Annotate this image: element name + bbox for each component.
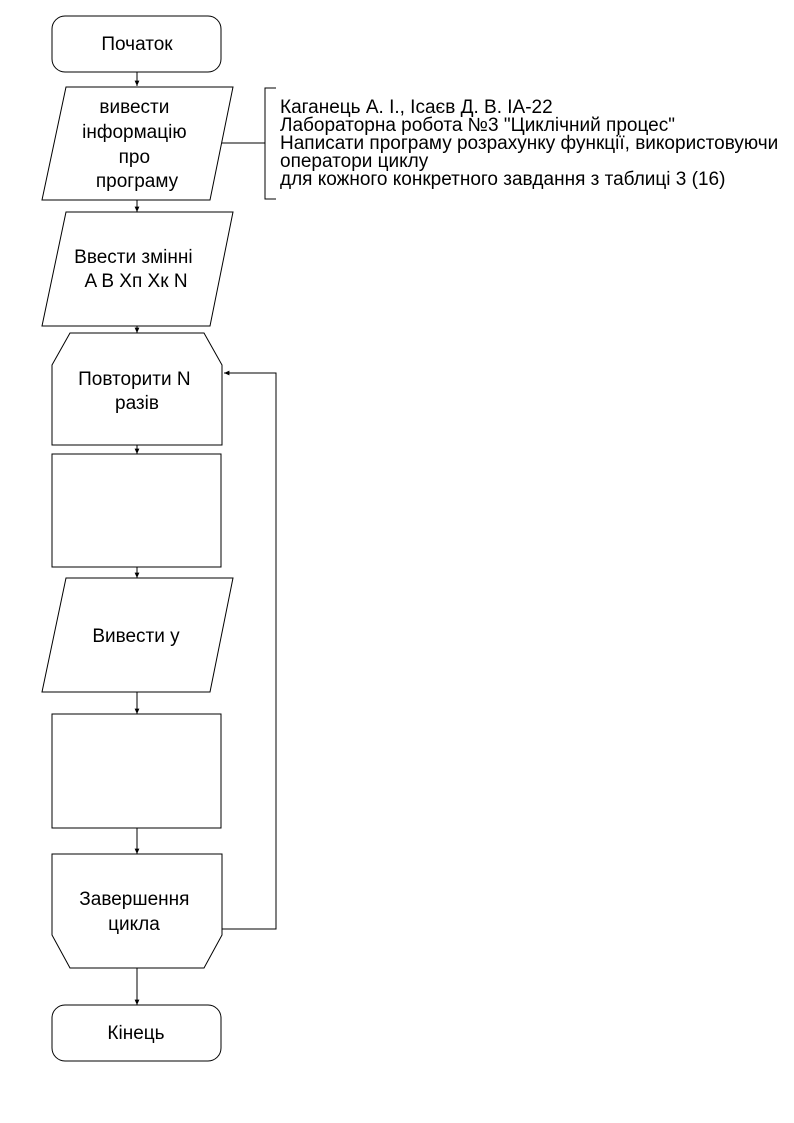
- node-loop-end: Завершення цикла: [51, 853, 223, 969]
- io-shape: [41, 86, 234, 201]
- node-output-y-label: Вивести у: [92, 626, 180, 647]
- node-output-info-label: вивести інформацію про програму: [82, 97, 192, 192]
- node-output-y: Вивести у: [41, 577, 234, 693]
- node-input-vars: Ввести змінні A B Xп Xк N: [41, 211, 234, 327]
- node-process-2: [51, 713, 222, 829]
- node-loop-start-label: Повторити N разів: [78, 369, 196, 414]
- io-shape: [41, 211, 234, 327]
- edge-loop-back: [222, 370, 277, 930]
- loop-limit-shape: [51, 332, 223, 446]
- node-process-1: [51, 453, 222, 568]
- node-loop-end-label: Завершення цикла: [79, 889, 194, 935]
- terminator-shape: [51, 1004, 222, 1062]
- node-start-label: Початок: [101, 34, 173, 55]
- annotation-note: Каганець А. І., Ісаєв Д. В. ІА-22 Лабора…: [280, 97, 784, 190]
- node-end-label: Кінець: [107, 1023, 164, 1044]
- terminator-shape: [51, 15, 222, 73]
- node-start: Початок: [51, 15, 222, 73]
- note-bracket: [264, 87, 276, 200]
- loop-limit-shape: [51, 853, 223, 969]
- node-end: Кінець: [51, 1004, 222, 1062]
- node-output-info: вивести інформацію про програму: [41, 86, 234, 201]
- io-shape: [41, 577, 234, 693]
- process-shape: [51, 713, 222, 829]
- node-loop-start: Повторити N разів: [51, 332, 223, 446]
- node-input-vars-label: Ввести змінні A B Xп Xк N: [74, 247, 198, 292]
- process-shape: [51, 453, 222, 568]
